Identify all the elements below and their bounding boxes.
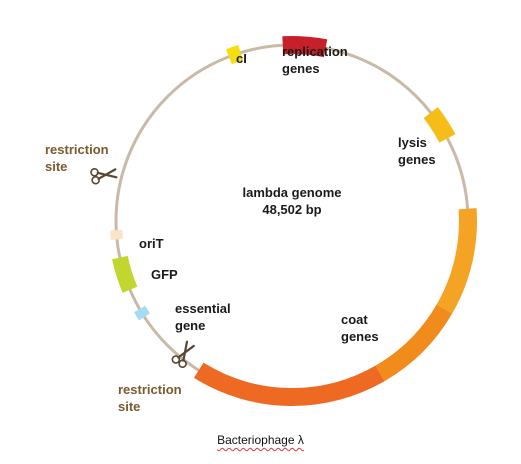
gene-essential xyxy=(133,305,150,321)
label-restriction-site-bottom: restriction site xyxy=(118,381,182,415)
gene-oriT xyxy=(110,229,123,241)
label-coat-line2: genes xyxy=(341,329,379,344)
gene-replication xyxy=(282,36,328,58)
gene-cI xyxy=(226,45,243,65)
figure-caption-text: Bacteriophage λ xyxy=(217,433,304,447)
gene-lysis xyxy=(423,107,456,143)
genome-name: lambda genome xyxy=(242,185,342,200)
gene-gfp xyxy=(112,255,138,293)
gene-coat-light xyxy=(436,208,477,314)
gene-coat-dark xyxy=(193,362,385,406)
label-lysis-line2: genes xyxy=(398,152,436,167)
label-restriction-site-top: restriction site xyxy=(45,141,109,175)
label-cI-text: cI xyxy=(236,51,247,66)
label-replication-line1: replication xyxy=(282,44,348,59)
label-coat-line1: coat xyxy=(341,312,368,327)
label-gfp: GFP xyxy=(151,266,178,283)
label-restriction-bottom-line1: restriction xyxy=(118,382,182,397)
label-restriction-top-line2: site xyxy=(45,159,68,174)
label-oriT-text: oriT xyxy=(139,236,164,251)
figure-caption: Bacteriophage λ xyxy=(0,433,521,447)
genome-size: 48,502 bp xyxy=(262,202,322,217)
genome-title: lambda genome 48,502 bp xyxy=(222,184,362,218)
genome-map xyxy=(90,36,477,406)
gene-arcs xyxy=(110,36,477,406)
label-replication-genes: replication genes xyxy=(282,43,348,77)
label-essential-line2: gene xyxy=(175,318,206,333)
label-restriction-bottom-line2: site xyxy=(118,399,141,414)
gene-coat-mid xyxy=(375,304,453,382)
scissors-icon xyxy=(171,340,195,369)
label-restriction-top-line1: restriction xyxy=(45,142,109,157)
label-lysis-line1: lysis xyxy=(398,135,427,150)
label-lysis-genes: lysis genes xyxy=(398,134,436,168)
label-essential-line1: essential xyxy=(175,301,231,316)
scissors-icon xyxy=(90,167,118,185)
label-gfp-text: GFP xyxy=(151,267,178,282)
label-cI: cI xyxy=(236,50,247,67)
label-essential-gene: essential gene xyxy=(175,300,231,334)
label-oriT: oriT xyxy=(139,235,164,252)
label-replication-line2: genes xyxy=(282,61,320,76)
label-coat-genes: coat genes xyxy=(341,311,379,345)
